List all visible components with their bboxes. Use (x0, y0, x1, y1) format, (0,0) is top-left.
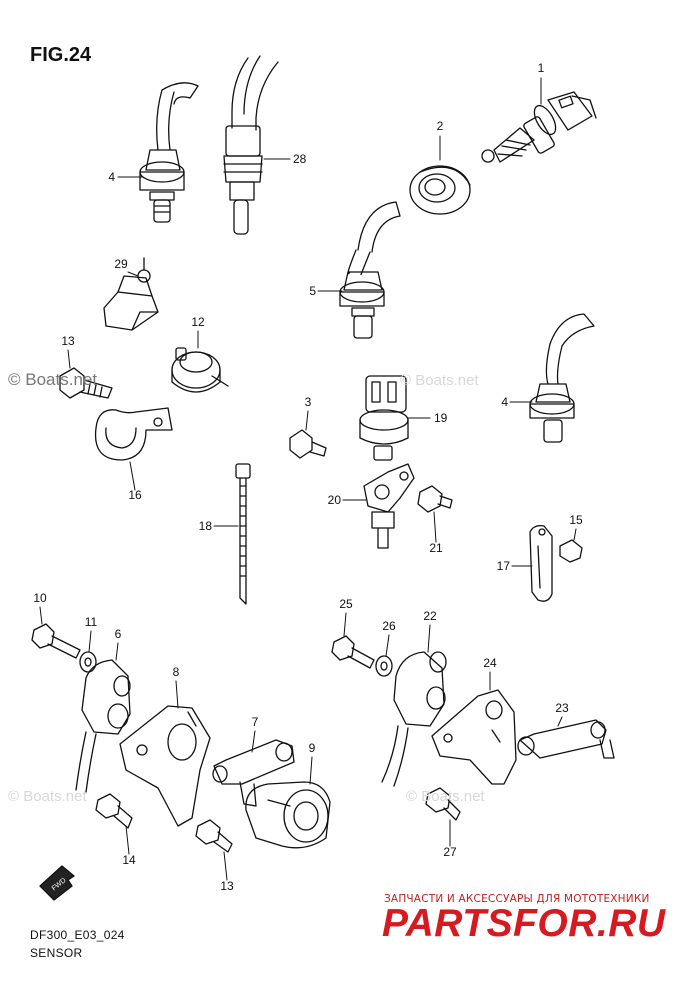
part-7-link-rod (212, 739, 295, 807)
callout-number-c14: 14 (122, 853, 136, 867)
part-21-bolt (417, 485, 453, 513)
part-18-cable-tie (235, 463, 251, 605)
part-22-sensor-housing (381, 651, 447, 787)
model-code-caption: DF300_E03_024 (30, 928, 125, 942)
leader-line-c6 (115, 642, 119, 661)
leader-lines (39, 77, 577, 881)
callout-number-c27: 27 (443, 845, 457, 859)
callout-number-c15: 15 (569, 513, 583, 527)
callout-number-c24: 24 (483, 656, 497, 670)
leader-line-c13a (67, 349, 71, 369)
part-19-pressure-switch (359, 375, 409, 461)
watermark-faint-2: © Boats.net (8, 788, 87, 805)
part-15-screw (559, 539, 583, 563)
part-13-bolt-upper (59, 367, 113, 399)
leader-line-c7 (251, 730, 256, 753)
part-2-grommet (409, 165, 471, 215)
callout-number-c29: 29 (114, 257, 128, 271)
leader-line-c13b (223, 851, 228, 881)
callout-number-c21: 21 (429, 541, 443, 555)
leader-line-c8 (175, 680, 179, 709)
leader-line-c26 (385, 634, 390, 657)
shop-logo: PARTSFOR.RU (382, 902, 666, 945)
part-16-clamp (94, 407, 173, 461)
part-20-bracket (363, 463, 415, 549)
callout-number-c11: 11 (85, 615, 98, 629)
part-14-bolt (95, 793, 133, 829)
callout-number-c1: 1 (538, 61, 545, 75)
leader-line-c23 (557, 716, 563, 727)
part-5-sender (339, 201, 401, 339)
callout-number-c22: 22 (423, 609, 437, 623)
callout-number-c3: 3 (305, 395, 312, 409)
callout-number-c26: 26 (382, 619, 396, 633)
part-8-bracket (119, 705, 211, 827)
callout-number-c5: 5 (309, 284, 316, 298)
figure-title: FIG.24 (30, 44, 92, 66)
callout-number-c18: 18 (199, 519, 213, 533)
leader-line-c10 (39, 606, 43, 625)
callout-number-c16: 16 (128, 488, 142, 502)
leader-line-c16 (129, 461, 136, 491)
part-25-bolt (331, 635, 375, 669)
leader-line-c22 (427, 624, 431, 653)
part-17-strap (529, 524, 553, 602)
callout-number-c12: 12 (191, 315, 205, 329)
callout-number-c4a: 4 (108, 170, 115, 184)
leader-line-c3 (305, 410, 309, 431)
part-27-bolt (425, 787, 461, 821)
part-3-bolt (289, 429, 327, 459)
part-23-link-rod (517, 719, 615, 759)
leader-line-c11 (88, 630, 92, 653)
part-28-cable-sensor (223, 55, 279, 235)
part-10-bolt (31, 623, 81, 659)
callout-number-c6: 6 (115, 627, 122, 641)
leader-line-c25 (343, 612, 347, 637)
callout-number-c8: 8 (173, 665, 180, 679)
part-13-bolt-lower (195, 819, 233, 853)
callout-number-c7: 7 (252, 715, 259, 729)
part-24-bracket (431, 689, 517, 785)
watermark-faint-3: © Boats.net (406, 788, 485, 805)
part-29-clip (103, 257, 159, 331)
callout-number-c10: 10 (33, 591, 47, 605)
callout-number-c28: 28 (293, 152, 307, 166)
fwd-arrow-icon: FWD (39, 865, 75, 901)
part-26-washer (375, 655, 393, 677)
part-9-sensor-body (245, 781, 331, 849)
watermark-main: © Boats.net (8, 370, 98, 389)
callout-number-c23: 23 (555, 701, 569, 715)
part-6-sensor-housing (75, 659, 131, 793)
callout-number-c25: 25 (339, 597, 353, 611)
callout-number-c2: 2 (437, 119, 444, 133)
callout-number-c17: 17 (497, 559, 511, 573)
callout-number-c9: 9 (309, 741, 316, 755)
leader-line-c15 (573, 528, 577, 541)
part-1-temp-sensor (481, 91, 597, 163)
part-12-knock-sensor (171, 347, 229, 393)
watermark-faint-1: © Boats.net (400, 372, 479, 389)
callout-number-c13a: 13 (61, 334, 75, 348)
callout-number-c20: 20 (328, 493, 342, 507)
callout-number-c13b: 13 (220, 879, 234, 893)
section-name-caption: SENSOR (30, 946, 83, 960)
callout-number-c19: 19 (434, 411, 448, 425)
shop-tagline: ЗАПЧАСТИ И АКСЕССУАРЫ ДЛЯ МОТОТЕХНИКИ (384, 893, 650, 905)
callout-number-c4b: 4 (501, 395, 508, 409)
leader-line-c9 (309, 756, 313, 785)
leader-line-c21 (433, 511, 437, 543)
part-11-washer (79, 651, 97, 673)
leader-line-c29 (127, 271, 139, 277)
part-4-sender-top (139, 82, 199, 223)
part-4-sender-right (529, 313, 595, 443)
leader-line-c14 (125, 825, 130, 855)
